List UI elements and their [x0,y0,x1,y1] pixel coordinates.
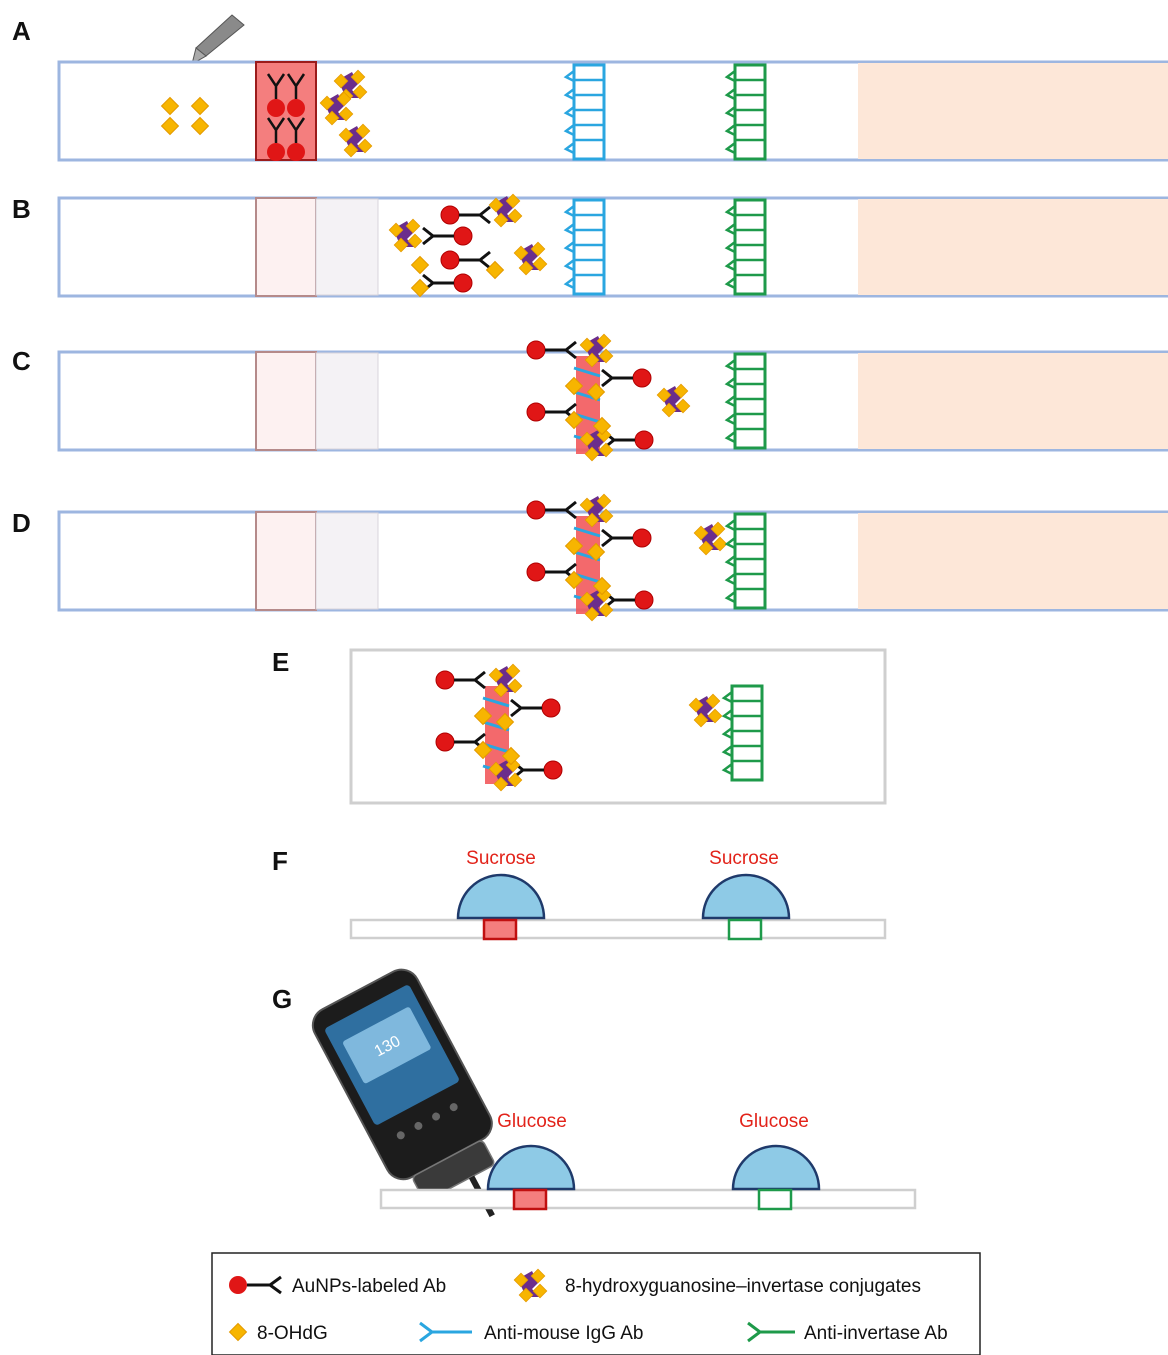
control-zone-g [757,1188,793,1211]
strip-e [349,648,887,805]
legend-conjugate-label: 8-hydroxyguanosine–invertase conjugates [565,1276,921,1297]
strip-a [57,60,1168,162]
anti-invertase-legend-icon [747,1321,795,1343]
sucrose-droplet-test [456,873,546,920]
panel-label-c: C [12,346,31,376]
conjugate-pad [255,61,317,161]
sucrose-label-left: Sucrose [466,848,536,869]
control-zone-f [727,918,763,941]
panel-label-f: F [272,846,288,876]
aunp-legend-icon [229,1275,282,1295]
strip-f [349,873,887,941]
panel-label-a: A [12,16,31,46]
aunp-antibodies-on-pad [266,73,306,161]
legend-aunp-label: AuNPs-labeled Ab [292,1276,446,1297]
glucose-droplet-test [486,1144,576,1191]
legend-ohdg-label: 8-OHdG [257,1323,328,1344]
legend: AuNPs-labeled Ab 8-hydroxyguanosine–inve… [211,1252,981,1355]
glucose-droplet-control [731,1144,821,1191]
smartphone-glucose-meter-icon: 130 [311,968,495,1218]
sucrose-label-right: Sucrose [709,848,779,869]
panel-label-g: G [272,984,292,1014]
strip-b [57,194,1168,298]
glucose-label-right: Glucose [739,1111,809,1132]
test-zone-g [512,1188,548,1211]
strip-d [57,494,1168,621]
legend-anti-mouse-label: Anti-mouse IgG Ab [484,1323,643,1344]
panel-label-b: B [12,194,31,224]
panel-label-e: E [272,647,289,677]
absorbent-pad [858,63,1168,159]
legend-anti-invertase-label: Anti-invertase Ab [804,1323,948,1344]
anti-mouse-legend-icon [419,1321,472,1343]
sucrose-droplet-control [701,873,791,920]
strip-g [379,1144,917,1211]
strip-c [57,334,1168,461]
test-zone-f [482,918,518,941]
panel-label-d: D [12,508,31,538]
glucose-label-left: Glucose [497,1111,567,1132]
